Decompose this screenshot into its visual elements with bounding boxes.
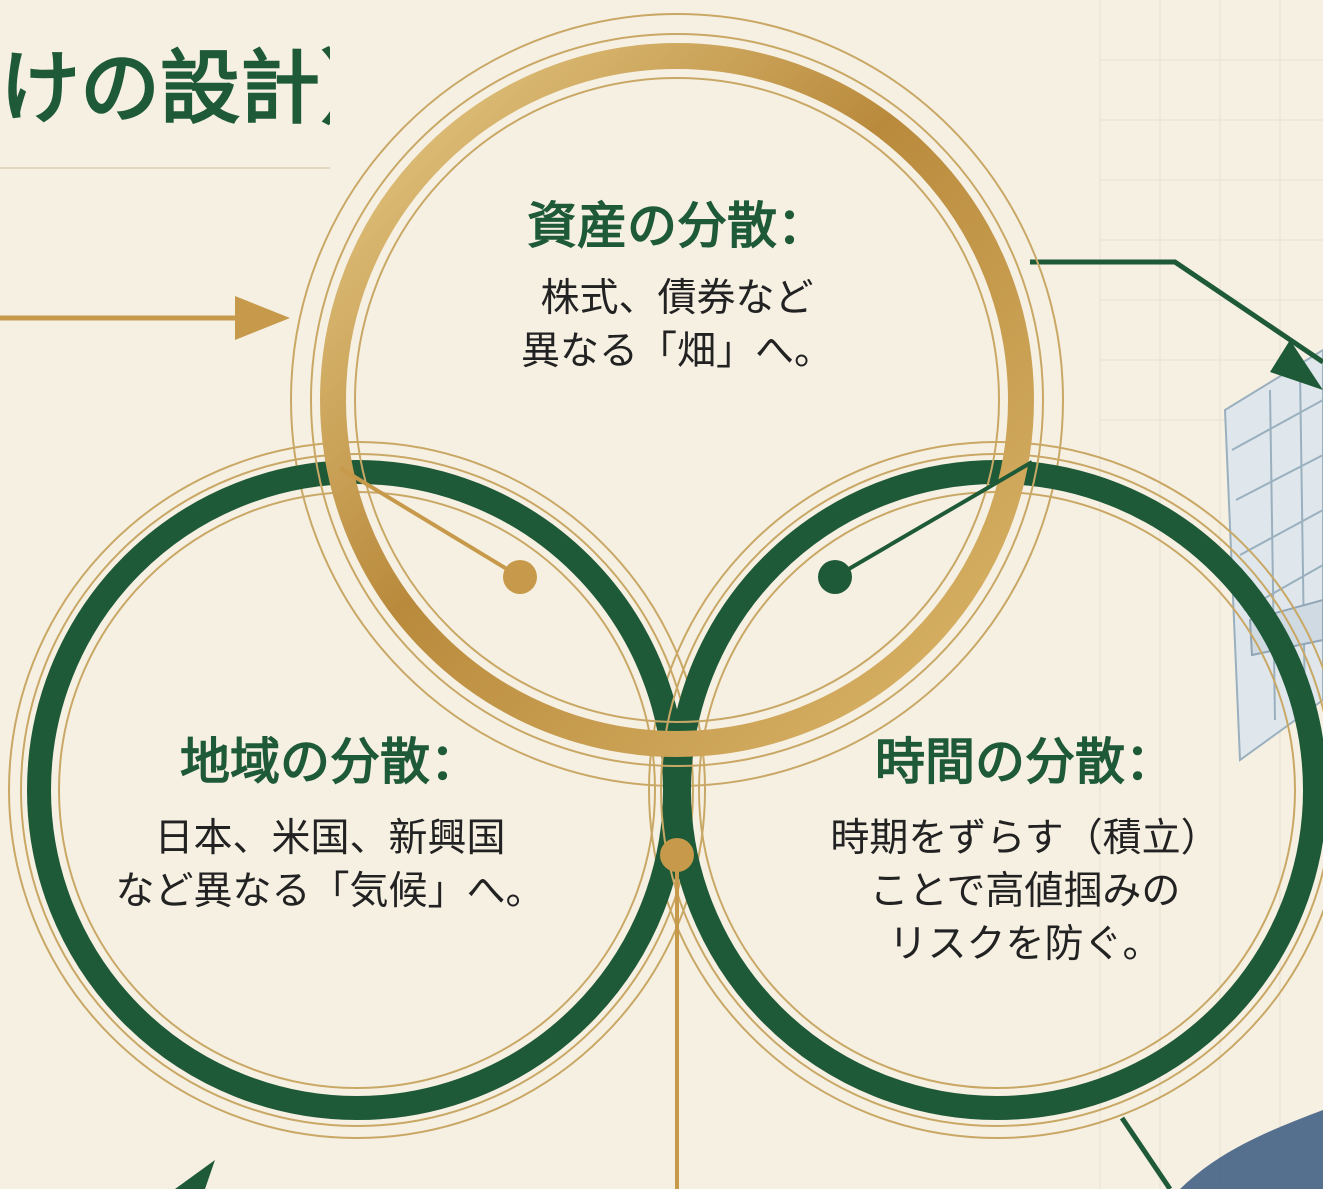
left-arrow — [0, 296, 290, 340]
time-diversification-text: 時期をずらす（積立） ことで高値掴みの リスクを防ぐ。 — [790, 812, 1260, 971]
bottom-left-arrowhead — [175, 1160, 215, 1189]
top-right-arrow — [1030, 259, 1323, 390]
water-wash — [1180, 1110, 1323, 1189]
region-text-line: 日本、米国、新興国 — [154, 816, 506, 861]
bottom-right-connector — [1119, 1116, 1173, 1189]
asset-text-line: 異なる「畑」へ。 — [520, 329, 833, 374]
asset-diversification-heading: 資産の分散： — [527, 197, 827, 255]
time-text-line: ことで高値掴みの — [869, 869, 1181, 914]
region-diversification-heading: 地域の分散： — [180, 733, 480, 791]
time-diversification-heading: 時間の分散： — [875, 733, 1175, 791]
pin-green-right — [818, 460, 1034, 594]
page-title: けの設計） — [0, 41, 330, 135]
asset-text-line: 株式、債券など — [540, 276, 814, 321]
asset-diversification-text: 株式、債券など 異なる「畑」へ。 — [457, 272, 897, 378]
time-text-line: リスクを防ぐ。 — [888, 922, 1162, 967]
asset-circle — [310, 33, 1044, 767]
region-diversification-text: 日本、米国、新興国 など異なる「気候」へ。 — [90, 812, 570, 918]
region-text-line: など異なる「気候」へ。 — [115, 869, 545, 914]
time-text-line: 時期をずらす（積立） — [830, 816, 1220, 861]
pin-gold-left — [338, 466, 537, 594]
center-overlap — [347, 70, 1007, 730]
pin-gold-bottom — [660, 838, 694, 1189]
